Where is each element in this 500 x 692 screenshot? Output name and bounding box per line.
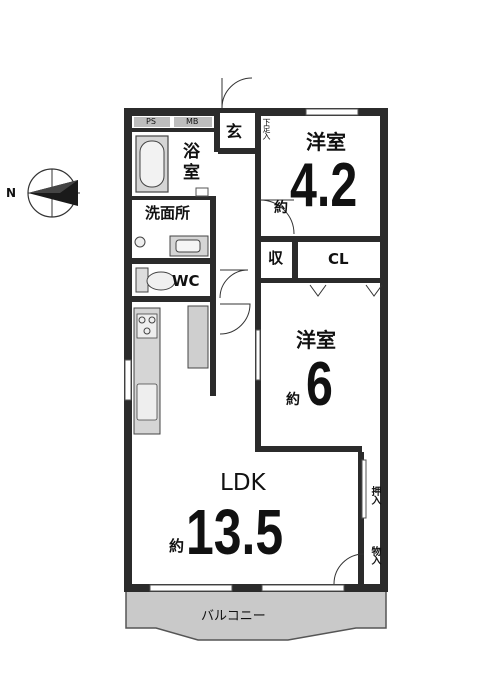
western-room-2-approx: 約	[286, 392, 300, 408]
compass-icon	[27, 168, 80, 218]
wc-label: WC	[172, 272, 200, 290]
washroom-label: 洗面所	[145, 204, 191, 222]
ldk-size: 13.5	[186, 496, 284, 568]
wash-basin-icon	[134, 235, 209, 257]
sliding-doors	[195, 187, 367, 519]
ldk-approx: 約	[169, 537, 185, 555]
western-room-2-size: 6	[306, 350, 333, 419]
shoe-storage-label: 下足入	[262, 118, 271, 139]
western-room-2-name: 洋室	[296, 328, 336, 352]
balcony	[125, 587, 387, 641]
toilet-icon	[135, 267, 176, 293]
interior-walls	[132, 116, 380, 584]
kitchen-counter-icon	[133, 305, 209, 435]
storage-label: 収	[268, 249, 284, 267]
ps-label: PS	[146, 117, 156, 126]
ps-mb-shafts	[134, 117, 212, 127]
western-room-1-size: 4.2	[290, 151, 358, 220]
western-room-1-name: 洋室	[306, 130, 346, 154]
bathtub-icon	[135, 135, 169, 193]
balcony-label: バルコニー	[201, 609, 266, 624]
compass-north-label: N	[6, 186, 17, 200]
bath-label: 浴室	[179, 142, 199, 184]
doors	[219, 77, 383, 585]
mb-label: MB	[186, 117, 199, 126]
windows	[124, 108, 359, 592]
closet-oshiire-label: 押入	[369, 486, 380, 504]
ldk-name: LDK	[220, 470, 266, 496]
western-room-1-approx: 約	[274, 200, 288, 216]
storage-monoire-label: 物入	[369, 546, 380, 564]
closet-label: CL	[328, 250, 349, 268]
entrance-label: 玄	[226, 122, 243, 141]
